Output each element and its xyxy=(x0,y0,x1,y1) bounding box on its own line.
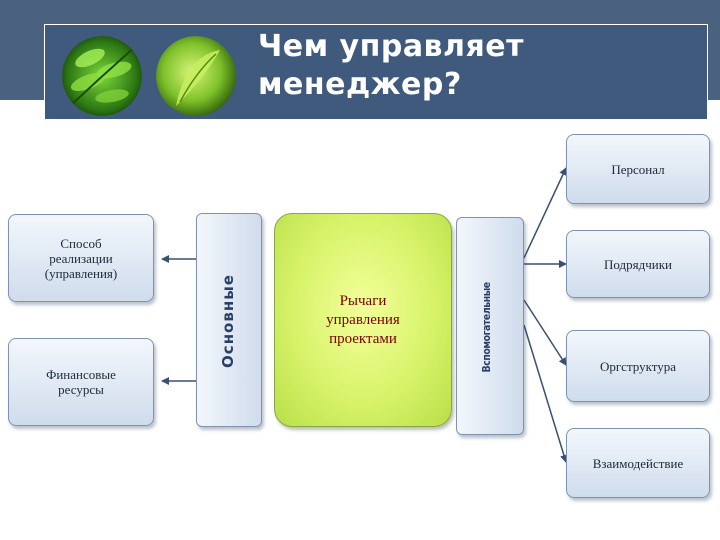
bar-vspomogatelnye-label: Вспомогательные xyxy=(480,282,493,373)
box-podryadchiki: Подрядчики xyxy=(566,230,710,298)
box-finansovye-resursy: Финансовые ресурсы xyxy=(8,338,154,426)
box-finansy-line-1: Финансовые xyxy=(46,367,116,382)
green-leaf-image-right xyxy=(156,36,236,116)
slide-title-line-1: Чем управляет xyxy=(258,29,525,64)
box-personal: Персонал xyxy=(566,134,710,204)
center-line-3: проектами xyxy=(329,330,397,347)
box-finansy-line-2: ресурсы xyxy=(58,382,104,397)
arrow-to-personal xyxy=(523,167,567,259)
arrow-to-orgstruktura xyxy=(523,299,567,366)
slide-title-line-2: менеджер? xyxy=(258,67,462,102)
box-sposob-line-1: Способ xyxy=(60,235,102,251)
slide-title: Чем управляет менеджер? xyxy=(258,28,698,104)
center-line-2: управления xyxy=(326,311,400,328)
box-sposob-line-3: (управления) xyxy=(44,265,118,281)
header-panel xyxy=(44,24,708,120)
arrow-to-vzaimodeystvie xyxy=(523,324,568,463)
box-sposob-line-2: реализации xyxy=(49,250,113,266)
header-left-band xyxy=(0,0,30,100)
green-leaf-image-left xyxy=(62,36,142,116)
center-box-rychagi: Рычаги управления проектами xyxy=(274,213,452,427)
box-vzaimodeystvie: Взаимодействие xyxy=(566,428,710,498)
center-line-1: Рычаги xyxy=(339,292,387,309)
bar-osnovnye-label: Основные xyxy=(219,274,237,368)
box-orgstruktura: Оргструктура xyxy=(566,330,710,402)
box-sposob-realizacii: Способ реализации (управления) xyxy=(8,214,154,302)
box-podryadchiki-label: Подрядчики xyxy=(604,256,672,272)
box-vzaimodeystvie-label: Взаимодействие xyxy=(592,455,684,471)
bar-vspomogatelnye xyxy=(456,217,524,435)
bar-osnovnye xyxy=(196,213,262,427)
box-orgstruktura-label: Оргструктура xyxy=(599,358,677,374)
box-personal-label: Персонал xyxy=(611,161,665,177)
